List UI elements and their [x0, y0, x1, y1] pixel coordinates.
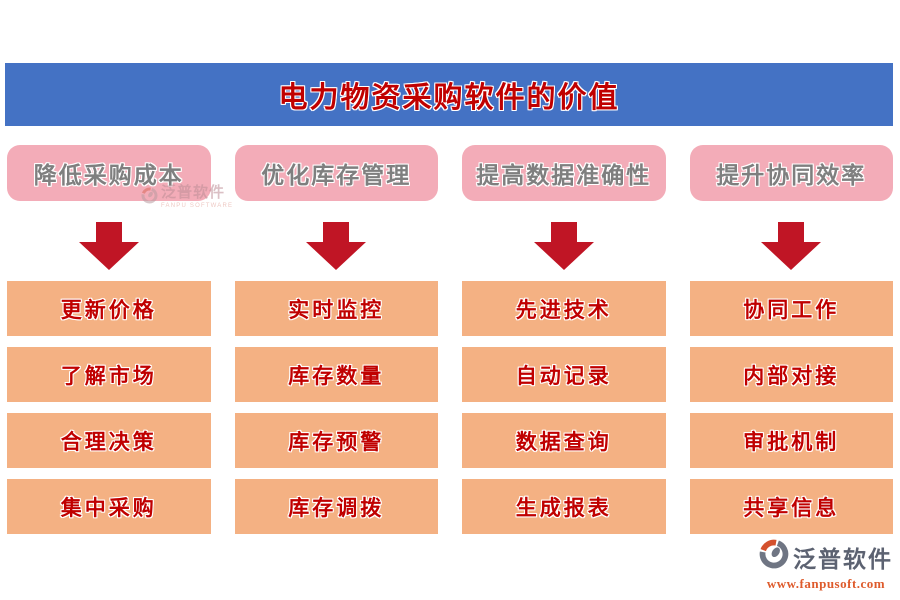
- watermark-brand: 泛普软件: [161, 185, 226, 201]
- down-arrow-icon: [78, 222, 139, 270]
- value-item: 更新价格: [7, 281, 211, 336]
- title-banner: 电力物资采购软件的价值: [5, 63, 893, 126]
- value-item: 内部对接: [689, 347, 893, 402]
- value-pillar: 优化库存管理: [234, 145, 438, 201]
- value-item: 实时监控: [234, 281, 438, 336]
- value-item: 数据查询: [462, 413, 666, 468]
- value-item: 先进技术: [462, 281, 666, 336]
- down-arrow-icon: [306, 222, 367, 270]
- item-label: 先进技术: [515, 297, 612, 322]
- watermark-logo: 泛普软件 FANPU SOFTWARE: [141, 186, 233, 210]
- value-item: 自动记录: [462, 347, 666, 402]
- item-label: 自动记录: [515, 363, 612, 388]
- footer-url: www.fanpusoft.com: [766, 576, 886, 591]
- value-item: 审批机制: [689, 413, 893, 468]
- item-label: 数据查询: [515, 429, 612, 454]
- fanpu-logo-icon: [141, 186, 158, 210]
- down-arrow-icon: [533, 222, 594, 270]
- fanpu-logo-icon: [759, 538, 789, 575]
- value-pillar: 提升协同效率: [689, 145, 893, 201]
- value-columns: 降低采购成本 更新价格 了解市场 合理决策 集中采购 优化库存管理 实时监控 库…: [7, 145, 893, 534]
- item-label: 库存调拨: [288, 495, 385, 520]
- footer-brand: 泛普软件: [793, 546, 893, 572]
- item-label: 了解市场: [60, 363, 157, 388]
- item-label: 内部对接: [743, 363, 840, 388]
- item-label: 实时监控: [288, 297, 385, 322]
- value-column-3: 提高数据准确性 先进技术 自动记录 数据查询 生成报表: [462, 145, 666, 534]
- item-label: 审批机制: [743, 429, 840, 454]
- value-pillar: 提高数据准确性: [462, 145, 666, 201]
- value-item: 库存预警: [234, 413, 438, 468]
- value-column-4: 提升协同效率 协同工作 内部对接 审批机制 共享信息: [689, 145, 893, 534]
- value-item: 生成报表: [462, 479, 666, 534]
- page-title: 电力物资采购软件的价值: [278, 81, 620, 114]
- item-label: 集中采购: [60, 495, 157, 520]
- item-label: 更新价格: [60, 297, 157, 322]
- down-arrow-icon: [761, 222, 822, 270]
- value-item: 协同工作: [689, 281, 893, 336]
- value-column-2: 优化库存管理 实时监控 库存数量 库存预警 库存调拨: [234, 145, 438, 534]
- item-label: 生成报表: [515, 495, 612, 520]
- item-label: 协同工作: [743, 297, 840, 322]
- value-column-1: 降低采购成本 更新价格 了解市场 合理决策 集中采购: [7, 145, 211, 534]
- pillar-label: 降低采购成本: [33, 163, 184, 188]
- footer-logo: 泛普软件 www.fanpusoft.com: [759, 538, 893, 592]
- item-label: 库存数量: [288, 363, 385, 388]
- value-item: 了解市场: [7, 347, 211, 402]
- item-label: 合理决策: [60, 429, 157, 454]
- value-item: 合理决策: [7, 413, 211, 468]
- item-label: 库存预警: [288, 429, 385, 454]
- value-item: 集中采购: [7, 479, 211, 534]
- value-item: 共享信息: [689, 479, 893, 534]
- pillar-label: 提升协同效率: [716, 163, 867, 188]
- value-item: 库存数量: [234, 347, 438, 402]
- value-item: 库存调拨: [234, 479, 438, 534]
- value-pillar: 降低采购成本: [7, 145, 211, 201]
- item-label: 共享信息: [743, 495, 840, 520]
- pillar-label: 提高数据准确性: [476, 163, 652, 188]
- pillar-label: 优化库存管理: [261, 163, 412, 188]
- watermark-subtitle: FANPU SOFTWARE: [161, 203, 234, 209]
